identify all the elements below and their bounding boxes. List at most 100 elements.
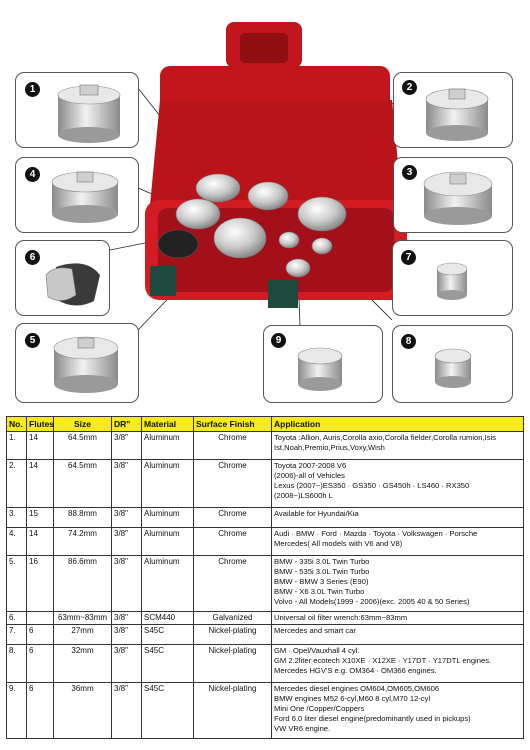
spec-table: No. Flutes Size DR" Material Surface Fin… [6, 416, 524, 739]
table-row: 5. 16 86.6mm 3/8" Aluminum Chrome BMW - … [6, 555, 524, 612]
cell-material: Aluminum [141, 527, 194, 556]
cell-material: S45C [141, 682, 194, 739]
callout-number: 5 [25, 333, 40, 348]
cell-no: 7. [6, 624, 27, 645]
cell-size: 63mm~83mm [53, 611, 112, 625]
socket-8-image [434, 348, 472, 388]
callout-3: 3 [393, 157, 513, 233]
cell-application: Mercedes and smart car [271, 624, 524, 645]
cell-dr: 3/8" [111, 624, 142, 645]
cell-dr: 3/8" [111, 507, 142, 528]
cell-application: Audi · BMW · Ford · Mazda · Toyota · Vol… [271, 527, 524, 556]
cell-size: 88.8mm [53, 507, 112, 528]
cell-flutes [26, 611, 54, 625]
table-row: 2. 14 64.5mm 3/8" Aluminum Chrome Toyota… [6, 459, 524, 508]
cell-flutes: 6 [26, 682, 54, 739]
cell-no: 5. [6, 555, 27, 612]
header-no: No. [6, 416, 27, 432]
table-row: 4. 14 74.2mm 3/8" Aluminum Chrome Audi ·… [6, 527, 524, 556]
cell-no: 4. [6, 527, 27, 556]
callout-number: 7 [401, 250, 416, 265]
callout-number: 2 [402, 80, 417, 95]
cell-finish: Chrome [193, 459, 272, 508]
socket-2-image [425, 88, 489, 141]
cell-flutes: 16 [26, 555, 54, 612]
callout-7: 7 [392, 240, 513, 316]
table-header-row: No. Flutes Size DR" Material Surface Fin… [6, 416, 524, 432]
callout-6: 6 [15, 240, 110, 316]
cell-size: 64.5mm [53, 431, 112, 460]
cell-material: Aluminum [141, 507, 194, 528]
header-size: Size [53, 416, 112, 432]
cell-application: Toyota :Allion, Auris,Corolla axio,Corol… [271, 431, 524, 460]
cell-no: 6. [6, 611, 27, 625]
socket-3-image [423, 171, 493, 225]
callout-number: 8 [401, 334, 416, 349]
cell-material: Aluminum [141, 459, 194, 508]
table-row: 9. 6 36mm 3/8" S45C Nickel-plating Merce… [6, 682, 524, 739]
cell-application: Toyota 2007-2008 V6 (2006)-all of Vehicl… [271, 459, 524, 508]
cell-finish: Nickel-plating [193, 682, 272, 739]
cell-application: Mercedes diesel engines OM604,OM605,OM60… [271, 682, 524, 739]
cell-dr: 3/8" [111, 555, 142, 612]
cell-flutes: 15 [26, 507, 54, 528]
socket-7-image [436, 262, 468, 300]
cell-dr: 3/8" [111, 682, 142, 739]
cell-flutes: 14 [26, 527, 54, 556]
cell-no: 1. [6, 431, 27, 460]
callout-9: 9 [263, 325, 383, 403]
cell-dr: 3/8" [111, 431, 142, 460]
cell-material: SCM440 [141, 611, 194, 625]
cell-finish: Chrome [193, 507, 272, 528]
socket-4-image [51, 171, 119, 223]
cell-size: 86.6mm [53, 555, 112, 612]
cell-dr: 3/8" [111, 644, 142, 683]
callout-1: 1 [15, 72, 139, 148]
callout-number: 3 [402, 165, 417, 180]
socket-1-image [57, 84, 121, 143]
table-row: 3. 15 88.8mm 3/8" Aluminum Chrome Availa… [6, 507, 524, 528]
cell-application: Available for Hyundai/Kia [271, 507, 524, 528]
cell-finish: Chrome [193, 527, 272, 556]
table-row: 1. 14 64.5mm 3/8" Aluminum Chrome Toyota… [6, 431, 524, 460]
cell-material: S45C [141, 644, 194, 683]
cell-size: 64.5mm [53, 459, 112, 508]
callout-number: 4 [25, 167, 40, 182]
callout-5: 5 [15, 323, 139, 403]
cell-flutes: 6 [26, 624, 54, 645]
cell-no: 3. [6, 507, 27, 528]
cell-no: 2. [6, 459, 27, 508]
cell-application: GM · Opel/Vauxhall 4 cyl. GM 2.2liter ec… [271, 644, 524, 683]
cell-flutes: 14 [26, 431, 54, 460]
cell-finish: Galvanized [193, 611, 272, 625]
header-dr: DR" [111, 416, 142, 432]
table-row: 7. 6 27mm 3/8" S45C Nickel-plating Merce… [6, 624, 524, 645]
cell-finish: Nickel-plating [193, 644, 272, 683]
cell-material: S45C [141, 624, 194, 645]
table-row: 6. 63mm~83mm 3/8" SCM440 Galvanized Univ… [6, 611, 524, 625]
wrench-6-image [45, 263, 100, 306]
header-flutes: Flutes [26, 416, 54, 432]
callout-2: 2 [393, 72, 513, 148]
callout-number: 9 [271, 333, 286, 348]
callout-8: 8 [392, 325, 513, 403]
cell-finish: Nickel-plating [193, 624, 272, 645]
cell-dr: 3/8" [111, 611, 142, 625]
cell-dr: 3/8" [111, 527, 142, 556]
cell-material: Aluminum [141, 431, 194, 460]
header-application: Application [271, 416, 524, 432]
cell-size: 27mm [53, 624, 112, 645]
cell-no: 8. [6, 644, 27, 683]
header-surface-finish: Surface Finish [193, 416, 272, 432]
cell-flutes: 14 [26, 459, 54, 508]
callout-number: 6 [25, 250, 40, 265]
case-sockets [157, 173, 347, 278]
socket-9-image [297, 347, 343, 391]
red-case [145, 22, 407, 308]
cell-size: 74.2mm [53, 527, 112, 556]
product-photo [109, 22, 407, 331]
table-row: 8. 6 32mm 3/8" S45C Nickel-plating GM · … [6, 644, 524, 683]
cell-size: 36mm [53, 682, 112, 739]
header-material: Material [141, 416, 194, 432]
callout-number: 1 [25, 82, 40, 97]
